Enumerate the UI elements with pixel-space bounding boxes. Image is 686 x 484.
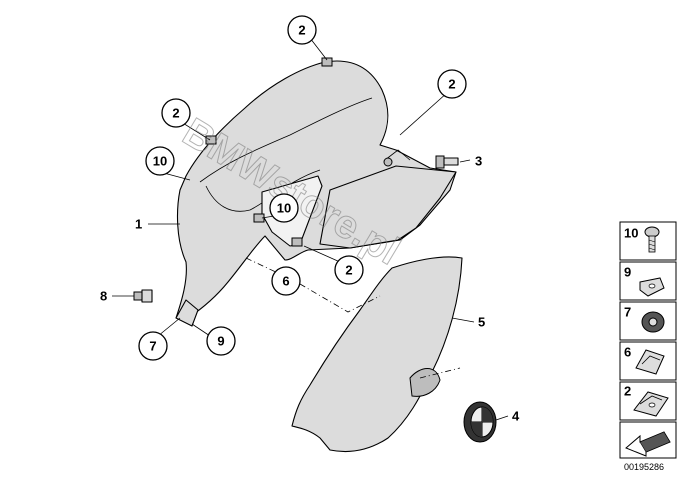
callout-6: 6 [271,266,301,296]
grommet-icon [641,311,665,333]
emblem-part-4 [463,401,497,443]
callout-2-top: 2 [287,15,317,45]
legend-item-10: 10 [619,221,677,261]
legend-item-7: 7 [619,301,677,341]
arrow-icon [625,431,671,457]
callout-2-left: 2 [161,98,191,128]
svg-text:10: 10 [153,154,167,169]
hardware-legend: 10 9 7 6 [619,221,677,472]
side-panel-lower [291,256,463,453]
legend-item-9: 9 [619,261,677,301]
callout-7: 7 [138,331,168,361]
label-4: 4 [512,409,520,424]
nut-clip [291,237,303,247]
svg-text:6: 6 [282,274,289,289]
svg-text:6: 6 [624,345,631,360]
nut-clip [205,135,217,145]
nut-clip [321,57,333,67]
svg-text:10: 10 [624,226,638,241]
clip-icon [639,277,665,297]
screw-part-8 [133,289,153,303]
legend-item-6: 6 [619,341,677,381]
svg-text:7: 7 [624,305,631,320]
label-1: 1 [135,217,142,232]
svg-text:10: 10 [277,201,291,216]
label-5: 5 [478,315,485,330]
screw-icon [644,226,660,253]
svg-text:2: 2 [624,384,631,399]
label-3: 3 [475,154,482,169]
svg-text:2: 2 [345,263,352,278]
svg-text:7: 7 [149,339,156,354]
callout-9: 9 [206,326,236,356]
svg-text:2: 2 [298,23,305,38]
callout-2-lower: 2 [334,255,364,285]
legend-arrow-box [619,421,677,459]
svg-text:9: 9 [217,334,224,349]
svg-text:2: 2 [172,106,179,121]
svg-text:9: 9 [624,265,631,280]
speed-nut-icon [633,391,669,417]
diagram-id: 00195286 [624,462,664,472]
spring-nut-icon [635,349,665,375]
callout-10-center: 10 [269,193,299,223]
svg-text:2: 2 [448,77,455,92]
label-8: 8 [100,289,107,304]
callout-10-left: 10 [145,146,175,176]
callout-2-right: 2 [437,69,467,99]
screw-part-3 [435,155,459,169]
legend-item-2: 2 [619,381,677,421]
